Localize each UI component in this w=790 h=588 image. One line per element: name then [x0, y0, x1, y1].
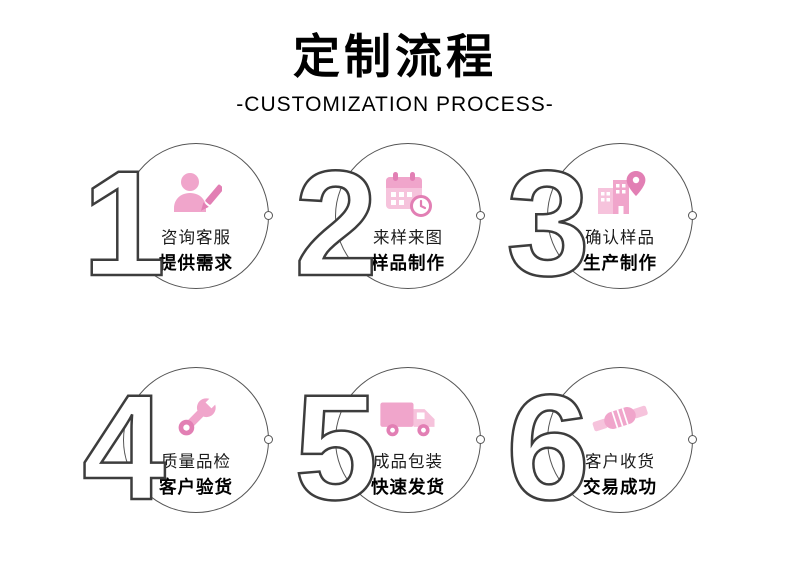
step-6: 6 客户收货 交易成功	[501, 355, 713, 559]
step-1: 1 咨询客服 提供需求	[77, 131, 289, 335]
step-2-circle: 来样来图 样品制作	[335, 143, 481, 290]
calendar-sample-icon	[336, 167, 480, 221]
step-4-number: 4	[81, 369, 167, 521]
step-3-label: 确认样品	[585, 229, 655, 248]
connector-dot	[476, 211, 485, 221]
process-steps: 1 咨询客服 提供需求 2	[0, 131, 790, 559]
step-5-number: 5	[293, 369, 379, 521]
step-5-sublabel: 快速发货	[371, 477, 445, 498]
step-3: 3	[501, 131, 713, 335]
connector-dot	[264, 211, 273, 221]
step-3-sublabel: 生产制作	[583, 253, 657, 274]
step-2: 2	[289, 131, 501, 335]
step-4: 4 质量品检 客户验货	[77, 355, 289, 559]
connector-dot	[688, 211, 697, 221]
step-1-sublabel: 提供需求	[159, 253, 233, 274]
step-3-number: 3	[505, 145, 591, 297]
step-4-sublabel: 客户验货	[159, 477, 233, 498]
header: 定制流程 -CUSTOMIZATION PROCESS-	[0, 0, 790, 117]
delivery-truck-icon	[336, 391, 480, 445]
connector-dot	[264, 435, 273, 445]
step-2-sublabel: 样品制作	[371, 253, 445, 274]
step-2-number: 2	[293, 145, 379, 297]
step-6-circle: 客户收货 交易成功	[547, 367, 693, 514]
svg-text:6: 6	[506, 369, 589, 521]
step-5-circle: 成品包装 快速发货	[335, 367, 481, 514]
page-title: 定制流程	[293, 30, 497, 83]
step-4-label: 质量品检	[161, 453, 231, 472]
factory-location-icon	[548, 167, 692, 221]
step-6-number: 6	[505, 369, 591, 521]
connector-dot	[476, 435, 485, 445]
step-1-number: 1	[81, 145, 167, 297]
step-2-label: 来样来图	[373, 229, 443, 248]
customer-service-icon	[124, 167, 268, 221]
page-subtitle: -CUSTOMIZATION PROCESS-	[236, 93, 554, 117]
step-3-circle: 确认样品 生产制作	[547, 143, 693, 290]
svg-text:3: 3	[506, 145, 589, 297]
svg-text:1: 1	[82, 145, 165, 297]
svg-text:4: 4	[82, 369, 165, 521]
step-5: 5 成品包装 快速发货	[289, 355, 501, 559]
svg-text:5: 5	[294, 369, 377, 521]
svg-text:2: 2	[294, 145, 377, 297]
step-1-label: 咨询客服	[161, 229, 231, 248]
step-6-label: 客户收货	[585, 453, 655, 472]
step-5-label: 成品包装	[373, 453, 443, 472]
step-1-circle: 咨询客服 提供需求	[123, 143, 269, 290]
wrench-icon	[124, 391, 268, 445]
step-6-sublabel: 交易成功	[583, 477, 657, 498]
connector-dot	[688, 435, 697, 445]
handshake-icon	[548, 391, 692, 445]
